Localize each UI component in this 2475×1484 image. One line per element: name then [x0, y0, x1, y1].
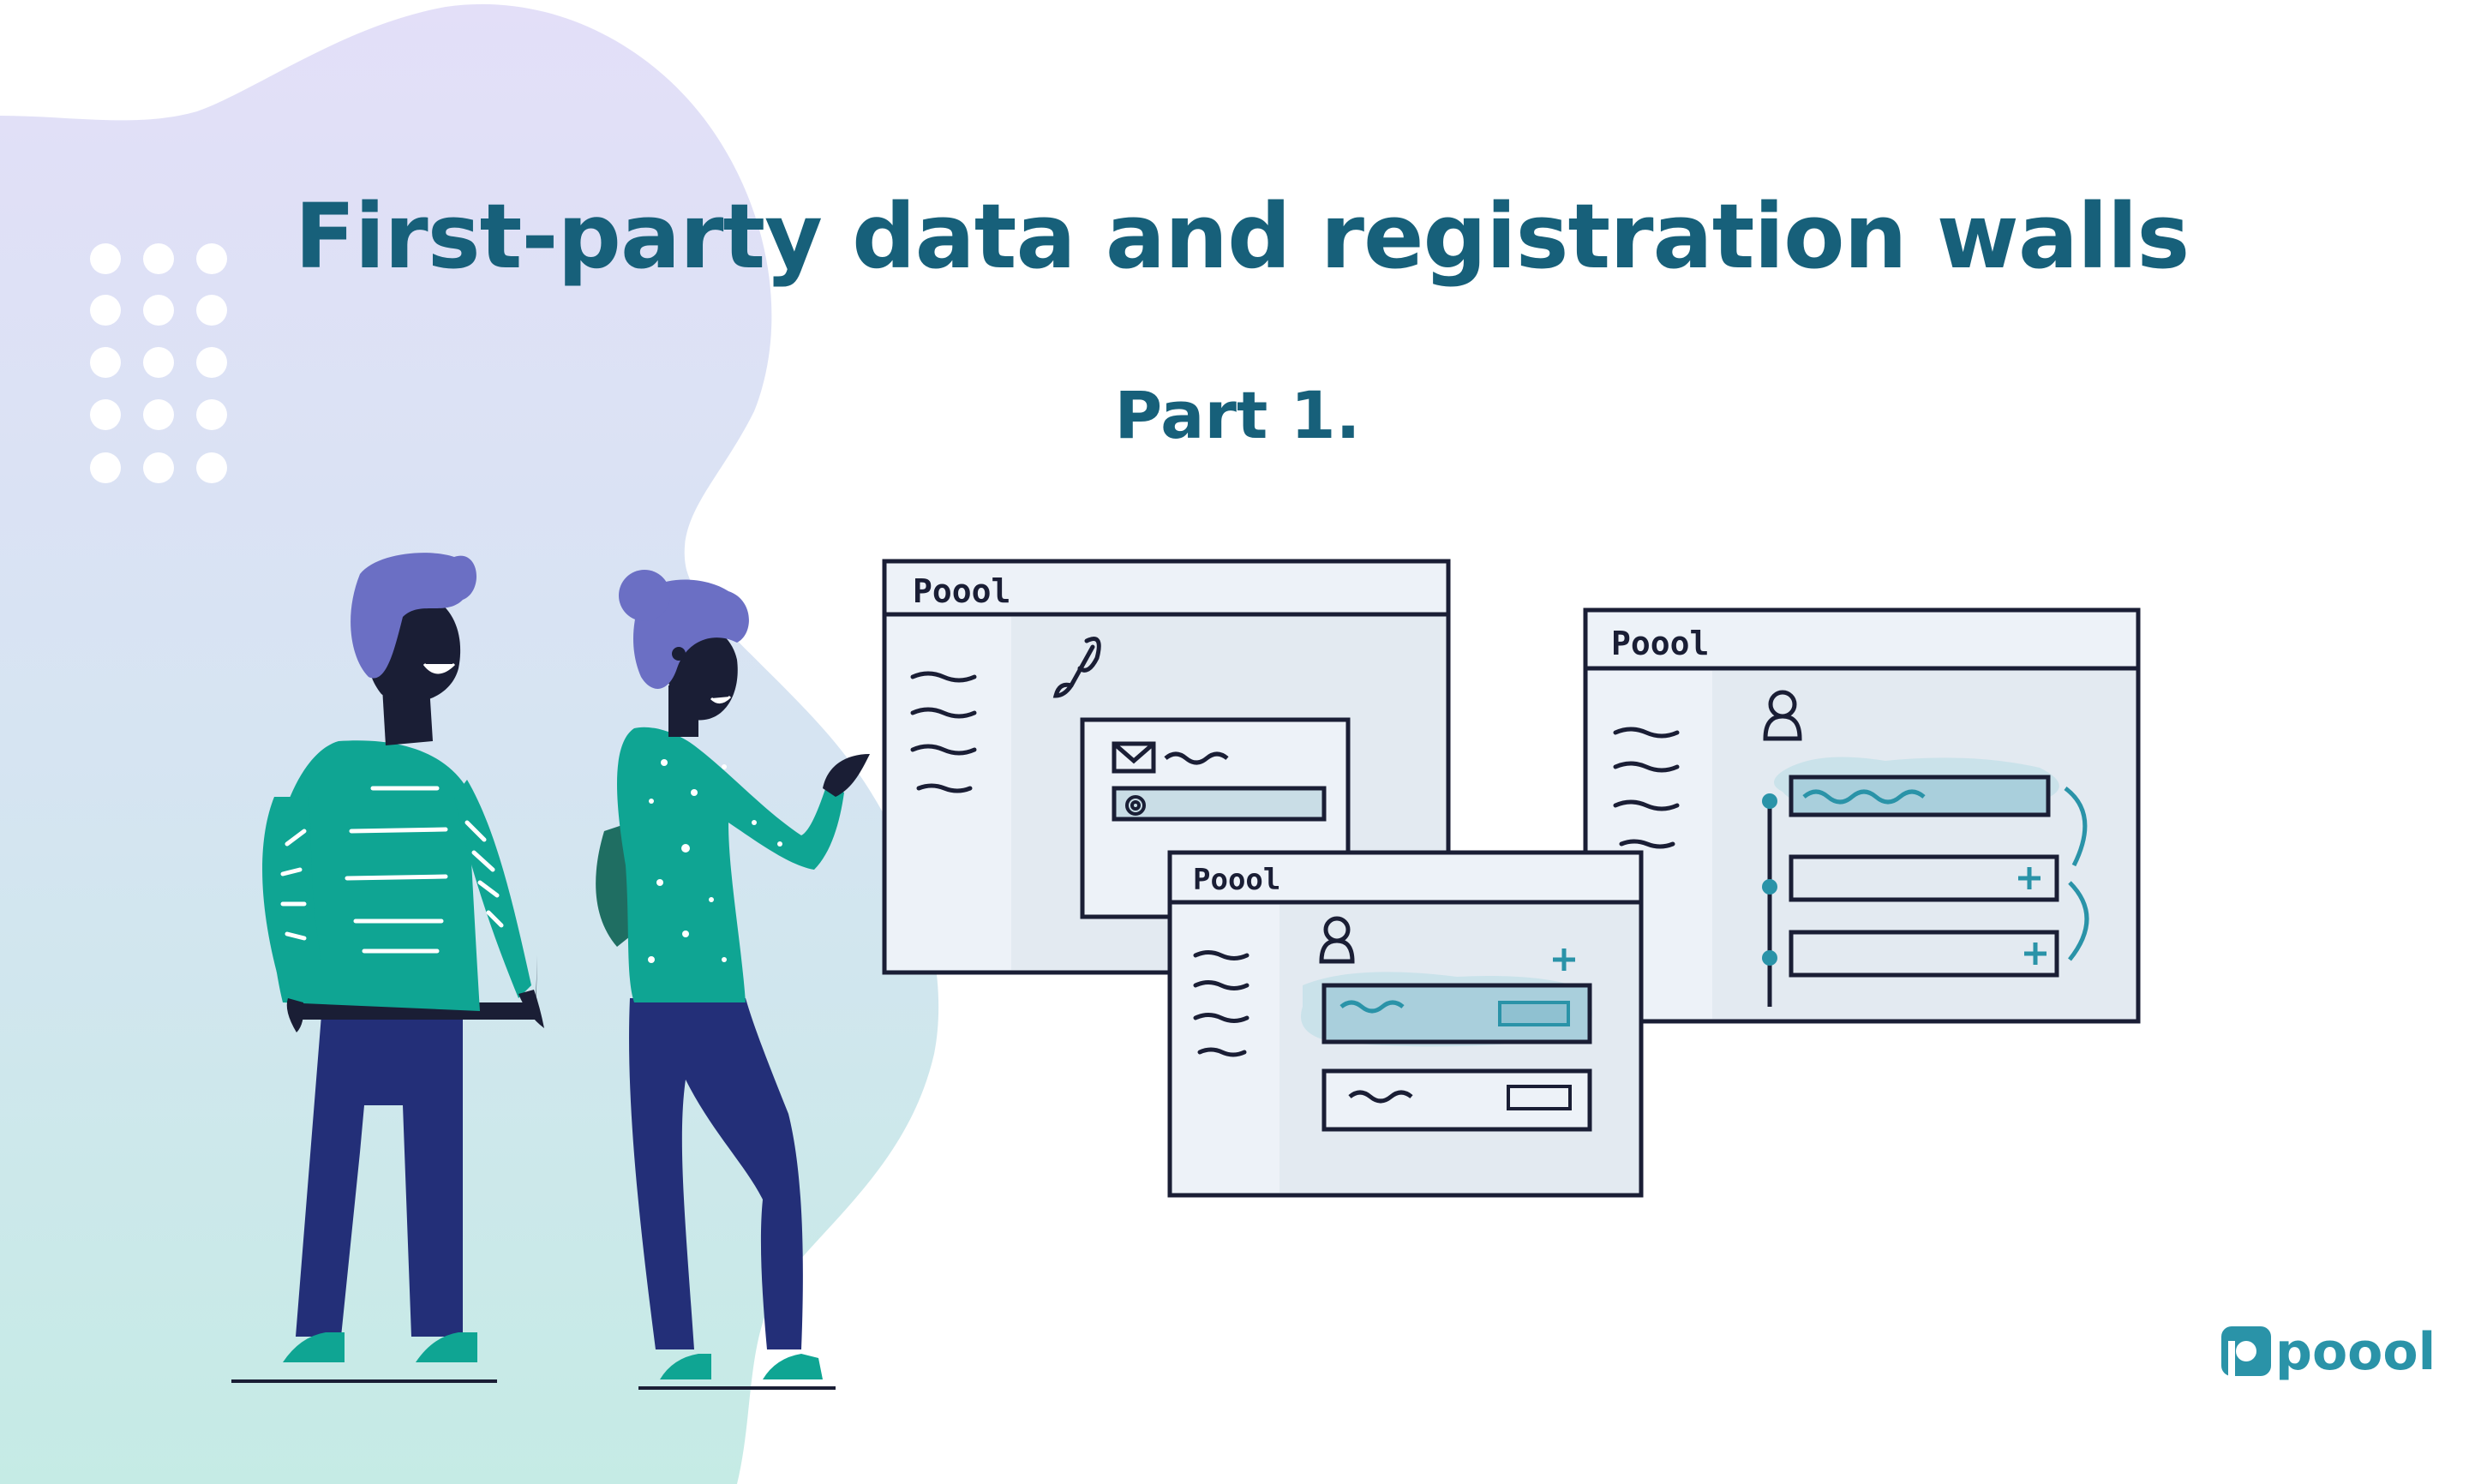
background-blob — [0, 3, 939, 1484]
flow-dot — [1762, 879, 1777, 895]
form-row — [1789, 854, 2059, 902]
sidebar-menu-lines — [910, 671, 977, 793]
plus-icon — [2018, 867, 2041, 889]
flow-dot — [1762, 950, 1777, 966]
dot-grid-icon — [90, 243, 227, 483]
woman-figure — [596, 570, 870, 1390]
flow-dot — [1762, 793, 1777, 809]
form-row — [1789, 930, 2059, 978]
man-figure — [231, 553, 544, 1383]
pencil-brush-icon — [1052, 637, 1101, 698]
window-brand-label: Poool — [1611, 625, 1709, 662]
poool-logo — [2221, 1326, 2271, 1382]
page-title: First-party data and registration walls — [294, 184, 2190, 289]
envelope-icon — [1112, 741, 1156, 774]
user-icon — [1319, 916, 1355, 964]
browser-window-front-middle: Poool — [1167, 850, 1644, 1198]
page-subtitle: Part 1. — [1114, 377, 1361, 453]
email-scribble — [1164, 751, 1229, 765]
sidebar-menu-lines — [1193, 950, 1249, 1057]
plus-icon — [1553, 948, 1575, 971]
password-field — [1112, 786, 1327, 822]
row-button — [1498, 1001, 1570, 1026]
browser-window-right: Poool — [1583, 607, 2141, 1024]
curved-arrow-icon — [2064, 787, 2088, 867]
fingerprint-icon — [1125, 795, 1146, 816]
sidebar-menu-lines — [1613, 727, 1680, 849]
window-brand-label: Poool — [1193, 863, 1280, 897]
curved-arrow-icon — [2068, 881, 2089, 961]
brand-logo-text: poool — [2275, 1322, 2436, 1382]
row-scribble — [1348, 1090, 1413, 1104]
plus-icon — [2024, 942, 2047, 965]
row-scribble — [1802, 789, 1926, 805]
row-button — [1507, 1085, 1572, 1110]
user-icon — [1763, 690, 1802, 741]
window-brand-label: Poool — [913, 572, 1010, 610]
row-scribble — [1339, 1000, 1405, 1014]
